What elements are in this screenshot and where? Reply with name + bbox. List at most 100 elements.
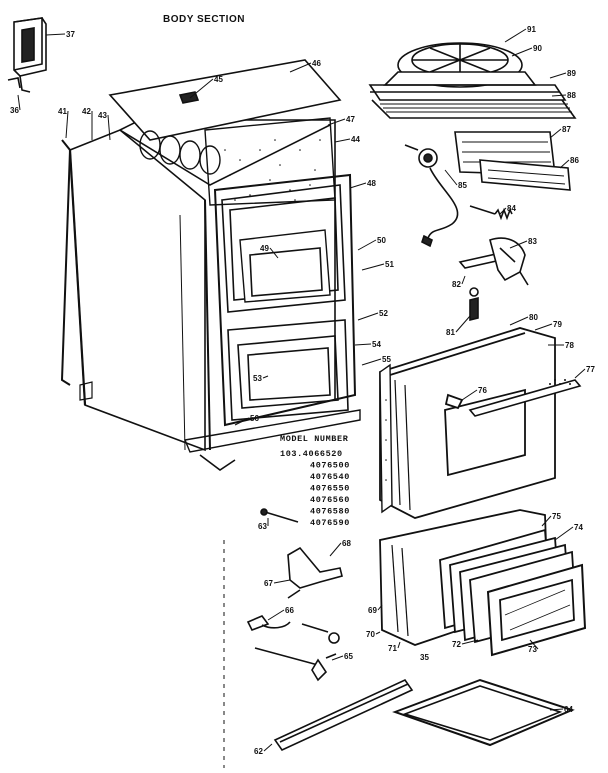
part-number-label: 67 [264,579,273,588]
leader-line [529,639,539,650]
leader-line [65,110,69,139]
part-number-label: 75 [552,512,561,521]
part-number-label: 62 [254,747,263,756]
part-number-label: 69 [368,606,377,615]
leader-line [375,631,381,635]
leader-line [354,343,372,346]
leader-line [534,323,553,331]
model-number: 4076560 [310,495,350,505]
leader-line [361,358,382,366]
leader-line [45,33,66,36]
part-number-label: 74 [574,523,583,532]
upper-oven-door [379,327,582,519]
part-number-label: 45 [214,75,223,84]
part-number-label: 86 [570,156,579,165]
part-number-label: 56 [250,414,259,423]
part-number-label: 64 [564,705,573,714]
leader-line [461,275,466,285]
model-number: 4076540 [310,472,350,482]
leader-line [267,609,285,621]
leader-line [504,28,527,43]
part-number-label: 46 [312,59,321,68]
part-number-label: 43 [98,111,107,120]
leader-line [509,240,528,249]
part-number-label: 72 [452,640,461,649]
part-number-label: 88 [567,91,576,100]
diagram-title: BODY SECTION [163,14,245,25]
part-number-label: 85 [458,181,467,190]
leader-line [559,159,570,169]
leader-line [574,368,586,379]
leader-line [554,526,574,541]
part-number-label: 73 [528,645,537,654]
part-number-label: 48 [367,179,376,188]
leader-line [329,542,342,557]
leader-line [263,743,273,752]
leader-line [349,182,367,189]
part-number-label: 55 [382,355,391,364]
leader-line [549,72,567,79]
leader-line [361,263,385,271]
part-number-label: 78 [565,341,574,350]
leader-line [461,639,479,645]
leader-line [461,389,478,401]
leader-line [334,138,351,143]
part-number-label: 51 [385,260,394,269]
part-number-label: 37 [66,30,75,39]
small-hardware [246,508,575,752]
bracket-part [7,17,47,93]
part-number-label: 84 [507,204,516,213]
part-number-label: 83 [528,237,537,246]
part-number-label: 82 [452,280,461,289]
part-number-label: 70 [366,630,375,639]
part-number-label: 71 [388,644,397,653]
part-number-label: 65 [344,652,353,661]
leader-line [511,47,533,57]
leader-line [377,604,383,611]
leader-line [509,316,529,326]
leader-line [551,94,567,97]
part-number-label: 50 [377,236,386,245]
part-number-label: 81 [446,328,455,337]
leader-line [397,641,401,649]
model-number-heading: MODEL NUMBER [280,434,349,444]
part-number-label: 53 [253,374,262,383]
part-number-label: 52 [379,309,388,318]
part-number-label: 79 [553,320,562,329]
part-number-label: 49 [260,244,269,253]
model-number: 4076580 [310,507,350,517]
part-number-label: 89 [567,69,576,78]
leader-line [499,207,507,215]
leader-line [269,247,279,259]
part-number-label: 41 [58,107,67,116]
leader-line [357,239,377,251]
part-number-label: 68 [342,539,351,548]
part-number-label: 76 [478,386,487,395]
oven-cabinet [60,59,361,471]
leader-line [549,708,564,711]
leader-line [327,118,346,126]
lower-oven-door [379,509,587,657]
part-number-label: 42 [82,107,91,116]
leader-line [17,94,21,111]
leader-line [541,515,552,527]
leader-line [262,375,269,379]
leader-line [234,417,250,426]
part-number-label: 44 [351,135,360,144]
model-number: 4076500 [310,461,350,471]
page-mark: 35 [420,653,429,662]
part-number-label: 90 [533,44,542,53]
part-number-label: 36 [10,106,19,115]
part-number-label: 80 [529,313,538,322]
leader-line [455,315,471,333]
leader-line [357,312,379,321]
part-number-label: 47 [346,115,355,124]
hinge-parts [458,237,529,322]
thermostat-bulb [404,144,459,248]
leader-line [107,114,111,141]
part-number-label: 63 [258,522,267,531]
part-number-label: 87 [562,125,571,134]
